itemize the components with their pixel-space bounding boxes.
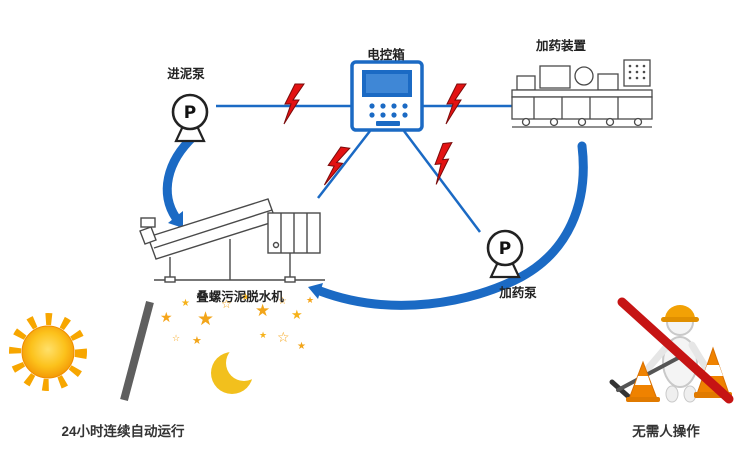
- star-icon: ★: [306, 296, 314, 306]
- star-icon: ★: [297, 341, 306, 352]
- star-outline-icon: ☆: [221, 297, 232, 311]
- dosing-device-label: 加药装置: [535, 39, 587, 53]
- lightning-icon: [431, 142, 457, 185]
- dosing-pump-letter: P: [499, 239, 511, 259]
- flow-arrow-to-machine-left: [168, 211, 183, 228]
- lightning-icon: [323, 144, 351, 189]
- sun-icon: [9, 313, 87, 391]
- flow-arcs: [162, 131, 588, 310]
- star-icon: ★: [197, 308, 214, 330]
- control-box-buttons: [369, 103, 408, 126]
- star-icon: ★: [259, 331, 267, 341]
- flow-arrow-to-machine-bottom: [308, 283, 323, 299]
- star-icon: ★: [192, 334, 202, 347]
- flow-arc-dosing-to-machine: [315, 141, 588, 310]
- lightning-icon: [445, 83, 467, 125]
- control-links: [216, 104, 527, 233]
- dosing-pump-symbol: P: [486, 229, 524, 279]
- stars-group: ★ ★ ★ ☆ ★ ★ ☆ ★ ★ ☆ ★ ★ ☆ ★: [160, 292, 314, 352]
- star-outline-icon: ☆: [172, 334, 180, 344]
- star-icon: ★: [160, 310, 173, 326]
- dosing-pump-label: 加药泵: [499, 286, 537, 300]
- hard-hat-icon: [665, 305, 695, 319]
- caption-no-operator: 无需人操作: [632, 424, 700, 439]
- no-operator-figure: [609, 297, 734, 404]
- inlet-pump-letter: P: [184, 103, 196, 123]
- star-outline-icon: ☆: [277, 330, 290, 346]
- traffic-cone-icon: [626, 360, 660, 402]
- star-icon: ★: [255, 301, 270, 321]
- star-icon: ★: [181, 298, 190, 309]
- dosing-device-drawing: [511, 59, 653, 128]
- flow-arc-pump-to-machine: [162, 131, 199, 223]
- moon-icon: [211, 345, 262, 394]
- inlet-pump-label: 进泥泵: [167, 67, 205, 81]
- control-box-device: [350, 60, 424, 132]
- inlet-pump-symbol: P: [171, 93, 209, 143]
- dewatering-machine-drawing: [139, 198, 325, 283]
- link-control-to-machine: [317, 130, 371, 199]
- star-outline-icon: ☆: [278, 296, 287, 307]
- day-night-divider: [120, 300, 154, 402]
- prohibition-slash-icon: [617, 297, 734, 404]
- star-icon: ★: [241, 292, 250, 303]
- lightning-icon: [283, 83, 305, 125]
- star-icon: ★: [291, 308, 303, 323]
- link-control-to-dosing-pump: [403, 130, 481, 233]
- caption-24h-auto-run: 24小时连续自动运行: [61, 424, 185, 439]
- dewatering-machine-label: 叠螺污泥脱水机: [196, 290, 284, 304]
- control-box-label: 电控箱: [367, 48, 405, 62]
